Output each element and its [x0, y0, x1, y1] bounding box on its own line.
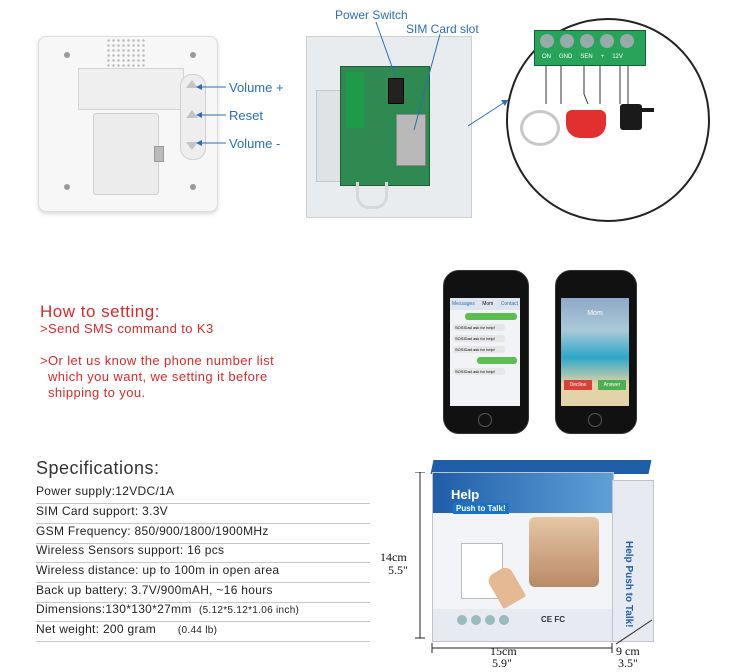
cable-loop — [356, 182, 388, 209]
sim-slot-part — [396, 114, 426, 166]
home-button[interactable] — [588, 413, 602, 427]
contact-link[interactable]: Contact — [500, 301, 518, 307]
siren-icon — [566, 104, 606, 138]
caller-name: Mom — [587, 310, 603, 317]
sent-bubble — [477, 357, 517, 364]
dimension-lines — [415, 472, 653, 653]
specs-title: Specifications: — [36, 458, 160, 478]
home-button[interactable] — [478, 413, 492, 427]
howto-step-1: >Send SMS command to K3 — [40, 321, 214, 336]
terminal-screws — [540, 34, 634, 48]
spec-row: Power supply:12VDC/1A — [36, 484, 370, 504]
terminal-label: 12V — [612, 54, 623, 60]
callout-lines — [375, 21, 441, 131]
terminal-label: SEN — [580, 54, 593, 60]
spec-row: Wireless Sensors support: 16 pcs — [36, 543, 370, 563]
phone-call-screen: Mom Decline Answer — [561, 298, 629, 406]
speaker-grille — [106, 38, 146, 68]
wiring-lines — [545, 66, 629, 105]
spec-value: Wireless distance: up to 100m in open ar… — [36, 563, 280, 577]
spec-value: SIM Card support: 3.3V — [36, 504, 168, 518]
howto-step-2b: which you want, we setting it before — [48, 369, 268, 384]
volume-down-label: Volume - — [229, 136, 281, 151]
box-tagline: Push to Talk! — [453, 503, 509, 514]
switch-slot — [154, 146, 164, 162]
spec-row: GSM Frequency: 850/900/1800/1900MHz — [36, 524, 370, 544]
decline-button[interactable]: Decline — [564, 380, 592, 390]
spec-value: Back up battery: 3.7V/900mAH, ~16 hours — [36, 583, 273, 597]
received-bubble: SOS!Dad ask for help! — [453, 335, 505, 342]
sms-contact-title: Mom — [482, 301, 494, 307]
received-bubble: SOS!Dad ask for help! — [453, 324, 505, 331]
screw-hole — [190, 184, 196, 190]
received-bubble: SOS!Dad ask for help! — [453, 346, 505, 353]
terminal-label: + — [600, 54, 605, 60]
terminal-labels: ON GND SEN + 12V — [542, 54, 623, 60]
volume-down-arrow-icon — [186, 142, 198, 150]
box-feature-icons — [457, 615, 509, 625]
spec-value: Net weight: 200 gram — [36, 622, 157, 636]
howto-step-2c: shipping to you. — [48, 385, 146, 400]
sms-header: Messages Mom Contact — [450, 298, 520, 310]
plug-prong-icon — [642, 108, 654, 112]
product-box-side: Help Push to Talk! — [612, 480, 654, 642]
spec-value: Dimensions:130*130*27mm — [36, 602, 192, 616]
answer-button[interactable]: Answer — [598, 380, 626, 390]
box-side-text: Help Push to Talk! — [623, 541, 634, 628]
box-certification: CE FC — [541, 615, 565, 624]
box-family-photo — [529, 517, 599, 587]
spec-extra: (5.12*5.12*1.06 inch) — [198, 605, 300, 616]
howto-step-2a: >Or let us know the phone number list — [40, 353, 275, 368]
volume-up-arrow-icon — [186, 80, 198, 88]
sms-thread: SOS!Dad ask for help! SOS!Dad ask for he… — [450, 310, 520, 378]
spec-row: Dimensions:130*130*27mm (5.12*5.12*1.06 … — [36, 602, 370, 622]
terminal-label: GND — [559, 54, 573, 60]
reset-label: Reset — [229, 108, 263, 123]
spec-row: Back up battery: 3.7V/900mAH, ~16 hours — [36, 583, 370, 603]
dim-depth-in: 3.5" — [618, 656, 638, 670]
received-bubble: SOS!Dad ask for help! — [453, 368, 505, 375]
label-pointers — [196, 84, 226, 146]
zoom-connector — [468, 99, 509, 127]
power-switch-part — [388, 78, 404, 104]
box-brand: Help — [451, 487, 480, 502]
power-switch-label: Power Switch — [335, 8, 408, 22]
spec-row: Wireless distance: up to 100m in open ar… — [36, 563, 370, 583]
dim-width-in: 5.9" — [492, 656, 512, 670]
dim-height-cm: 14cm — [380, 550, 407, 564]
reset-arrow-icon — [186, 110, 198, 118]
sim-slot-label: SIM Card slot — [406, 22, 479, 36]
howto-title: How to setting: — [40, 302, 160, 321]
spec-value: GSM Frequency: 850/900/1800/1900MHz — [36, 524, 269, 538]
power-adapter-icon — [620, 104, 642, 130]
screw-hole — [190, 52, 196, 58]
dim-width-cm: 15cm — [490, 644, 517, 658]
spec-row: Net weight: 200 gram (0.44 lb) — [36, 622, 370, 642]
spec-value: Wireless Sensors support: 16 pcs — [36, 543, 225, 557]
screw-hole — [64, 184, 70, 190]
battery-door — [93, 113, 159, 195]
sent-bubble — [465, 313, 517, 320]
mount-panel — [78, 68, 184, 110]
spec-row: SIM Card support: 3.3V — [36, 504, 370, 524]
box-footer-band — [433, 609, 613, 641]
volume-up-label: Volume + — [229, 80, 284, 95]
back-link[interactable]: Messages — [452, 301, 475, 307]
dim-height-in: 5.5" — [388, 563, 408, 577]
spec-value: Power supply:12VDC/1A — [36, 484, 175, 498]
spec-extra: (0.44 lb) — [177, 625, 218, 636]
dim-depth-cm: 9 cm — [616, 644, 640, 658]
terminal-block — [346, 72, 364, 128]
product-box-front: Help Push to Talk! CE FC — [432, 472, 614, 642]
terminal-label: ON — [542, 54, 551, 60]
phone-sms-screen: Messages Mom Contact SOS!Dad ask for hel… — [450, 298, 520, 406]
screw-hole — [64, 52, 70, 58]
door-sensor-icon — [520, 110, 560, 146]
